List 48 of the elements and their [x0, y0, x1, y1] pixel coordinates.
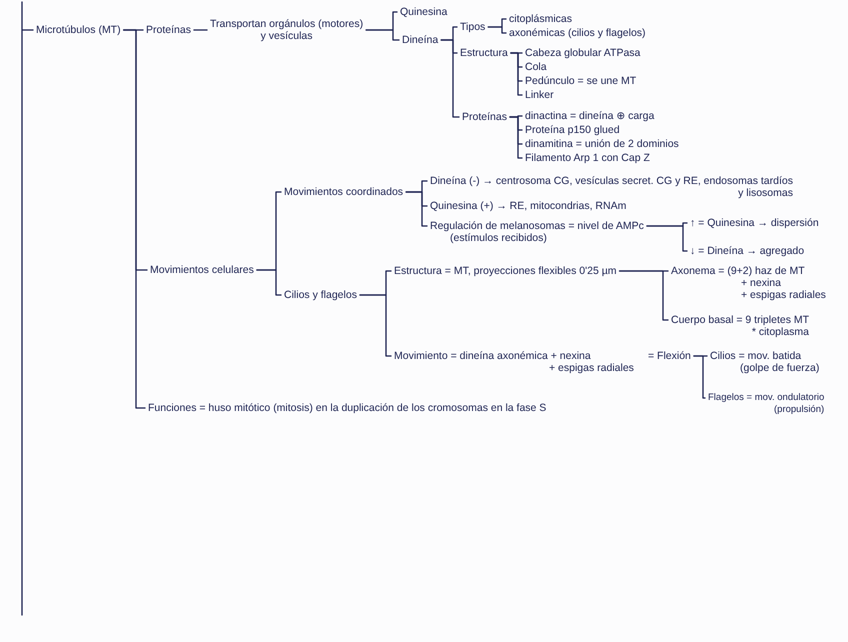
concept-label: ↑ = Quinesina → dispersión [687, 217, 822, 229]
concept-label: Pedúnculo = se une MT [522, 75, 640, 87]
concept-label: axonémicas (cilios y flagelos) [506, 27, 649, 39]
concept-label: Estructura = MT, proyecciones flexibles 0'25 µm [391, 265, 620, 277]
concept-label: Cola [522, 61, 550, 73]
bracket-line [256, 269, 282, 296]
concept-label: Movimiento = dineína axonémica + nexina + espigas radiales [394, 350, 634, 374]
concept-label: Filamento Arp 1 con Cap Z [522, 152, 653, 164]
concept-label: citoplásmicas [506, 13, 576, 25]
dash-line [193, 29, 208, 31]
concept-label: Estructura [457, 47, 511, 59]
concept-label: Regulación de melanosomas = nivel de AMPc (estímulos recibidos) [427, 220, 647, 244]
concept-label: Movimientos celulares [147, 264, 257, 276]
bracket-line [21, 1, 34, 616]
concept-label: Proteínas [143, 24, 194, 36]
concept-label: Movimientos coordinados [281, 186, 406, 198]
concept-label: Proteínas [459, 111, 510, 123]
concept-label: Quinesina [397, 6, 450, 18]
concept-label: Cilios = mov. batida (golpe de fuerza) [707, 350, 822, 374]
concept-label: Axonema = (9+2) haz de MT + nexina + espigas radiales [668, 265, 829, 301]
bracket-line [693, 355, 706, 399]
bracket-line [646, 225, 688, 252]
concept-label: dinamitina = unión de 2 dominios [522, 138, 682, 150]
concept-label: ↓ = Dineína → agregado [687, 245, 808, 257]
concept-label: Flagelos = mov. ondulatorio (propulsión) [705, 392, 828, 416]
bracket-line [618, 270, 669, 321]
concept-label: dinactina = dineína ⊕ carga [522, 110, 658, 122]
concept-label: Cabeza globular ATPasa [522, 47, 644, 59]
concept-label: Linker [522, 89, 557, 101]
concept-label: Cilios y flagelos [281, 289, 360, 301]
concept-label: Dineína (-) → centrosoma CG, vesículas secret. CG y RE, endosomas tardíos y lisosomas [427, 175, 796, 199]
bracket-line [405, 191, 428, 227]
concept-label: Dineína [399, 34, 442, 46]
concept-label: Cuerpo basal = 9 tripletes MT * citoplasma [668, 314, 812, 338]
concept-label: Funciones = huso mitótico (mitosis) en la duplicación de los cromosomas en la fase S [145, 402, 550, 414]
concept-label: Quinesina (+) → RE, mitocondrias, RNAm [427, 200, 630, 212]
result-label: = Flexión [648, 350, 691, 362]
concept-label: Microtúbulos (MT) [33, 24, 124, 36]
concept-label: Tipos [457, 21, 488, 33]
concept-label: Proteína p150 glued [522, 124, 623, 136]
bracket-line [440, 39, 460, 118]
bracket-line [510, 52, 523, 96]
bracket-line [122, 29, 146, 409]
bracket-line [509, 116, 523, 159]
bracket-line [359, 294, 392, 357]
bracket-line [488, 26, 507, 34]
concept-label: Transportan orgánulos (motores) y vesículas [207, 18, 366, 42]
bracket-line [365, 29, 400, 41]
